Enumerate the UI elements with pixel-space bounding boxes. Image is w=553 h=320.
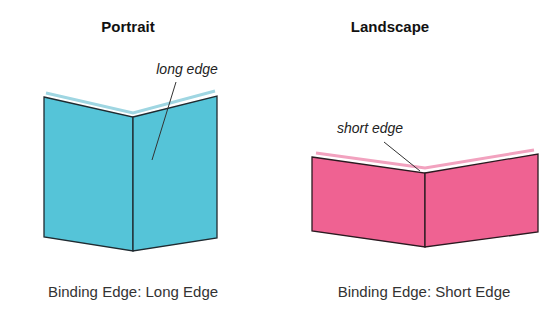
book-page <box>425 154 538 247</box>
binding-caption: Binding Edge: Short Edge <box>338 283 511 301</box>
binding-caption: Binding Edge: Long Edge <box>48 283 218 301</box>
view-heading: Landscape <box>351 18 429 36</box>
book-page <box>312 157 425 247</box>
callout-label: long edge <box>156 61 218 78</box>
book-page <box>44 97 133 251</box>
leader-line <box>384 142 420 171</box>
book-page <box>133 96 217 251</box>
view-heading: Portrait <box>101 18 154 36</box>
callout-label: short edge <box>337 120 403 137</box>
leader-line <box>152 82 176 160</box>
